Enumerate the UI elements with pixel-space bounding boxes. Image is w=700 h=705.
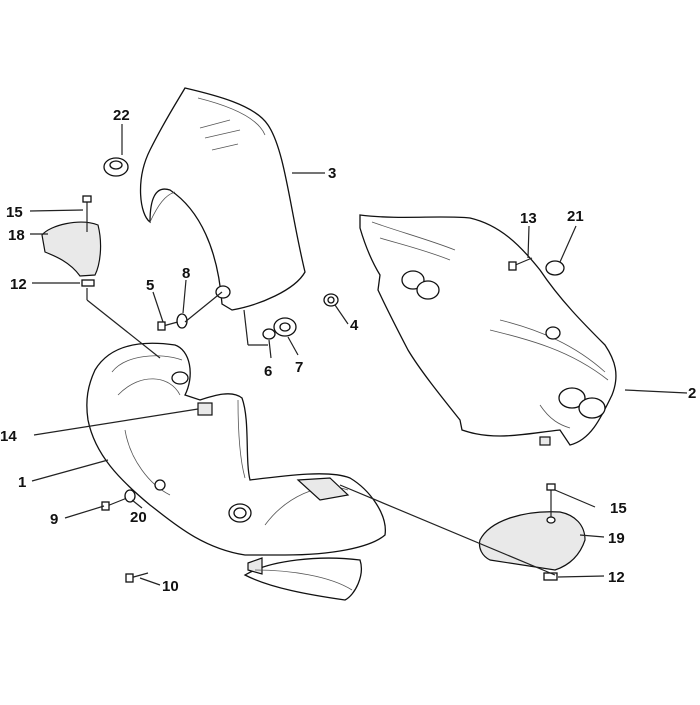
callout-18: 18	[8, 227, 25, 244]
part-13-screw	[508, 257, 533, 271]
callout-labels: 1 2 3 4 5 6 7 8 9 10 12 12 13 14 15 15 1…	[0, 107, 696, 595]
callout-7: 7	[295, 359, 303, 376]
leader-lines	[29, 124, 688, 586]
callout-22: 22	[113, 107, 130, 124]
assembly-lines	[86, 288, 556, 576]
callout-15a: 15	[6, 204, 23, 221]
part-10-screw	[125, 572, 149, 583]
callout-8: 8	[182, 265, 190, 282]
callout-3: 3	[328, 165, 336, 182]
callout-14: 14	[0, 428, 17, 445]
callout-13: 13	[520, 210, 537, 227]
part-4-nut	[323, 293, 339, 307]
callout-12a: 12	[10, 276, 27, 293]
part-2-rear-frame	[359, 214, 617, 446]
part-14-clip-nut	[197, 402, 213, 416]
callout-6: 6	[264, 363, 272, 380]
part-1-front-shield	[86, 342, 386, 601]
callout-10: 10	[162, 578, 179, 595]
callout-4: 4	[350, 317, 359, 334]
part-21-grommet	[545, 260, 565, 276]
part-7-bushing	[273, 317, 297, 337]
part-20-washer	[124, 489, 136, 503]
callout-15b: 15	[610, 500, 627, 517]
callout-19: 19	[608, 530, 625, 547]
callout-2: 2	[688, 385, 696, 402]
callout-9: 9	[50, 511, 58, 528]
callout-20: 20	[130, 509, 147, 526]
part-19-rear-cover	[478, 483, 586, 581]
part-6-washer	[262, 328, 276, 340]
callout-5: 5	[146, 277, 154, 294]
part-18-small-cover	[41, 195, 102, 287]
part-3-upper-shield	[139, 87, 306, 311]
callout-1: 1	[18, 474, 26, 491]
callout-12b: 12	[608, 569, 625, 586]
callout-21: 21	[567, 208, 584, 225]
part-9-screw	[101, 497, 128, 511]
part-22-grommet	[103, 157, 129, 177]
